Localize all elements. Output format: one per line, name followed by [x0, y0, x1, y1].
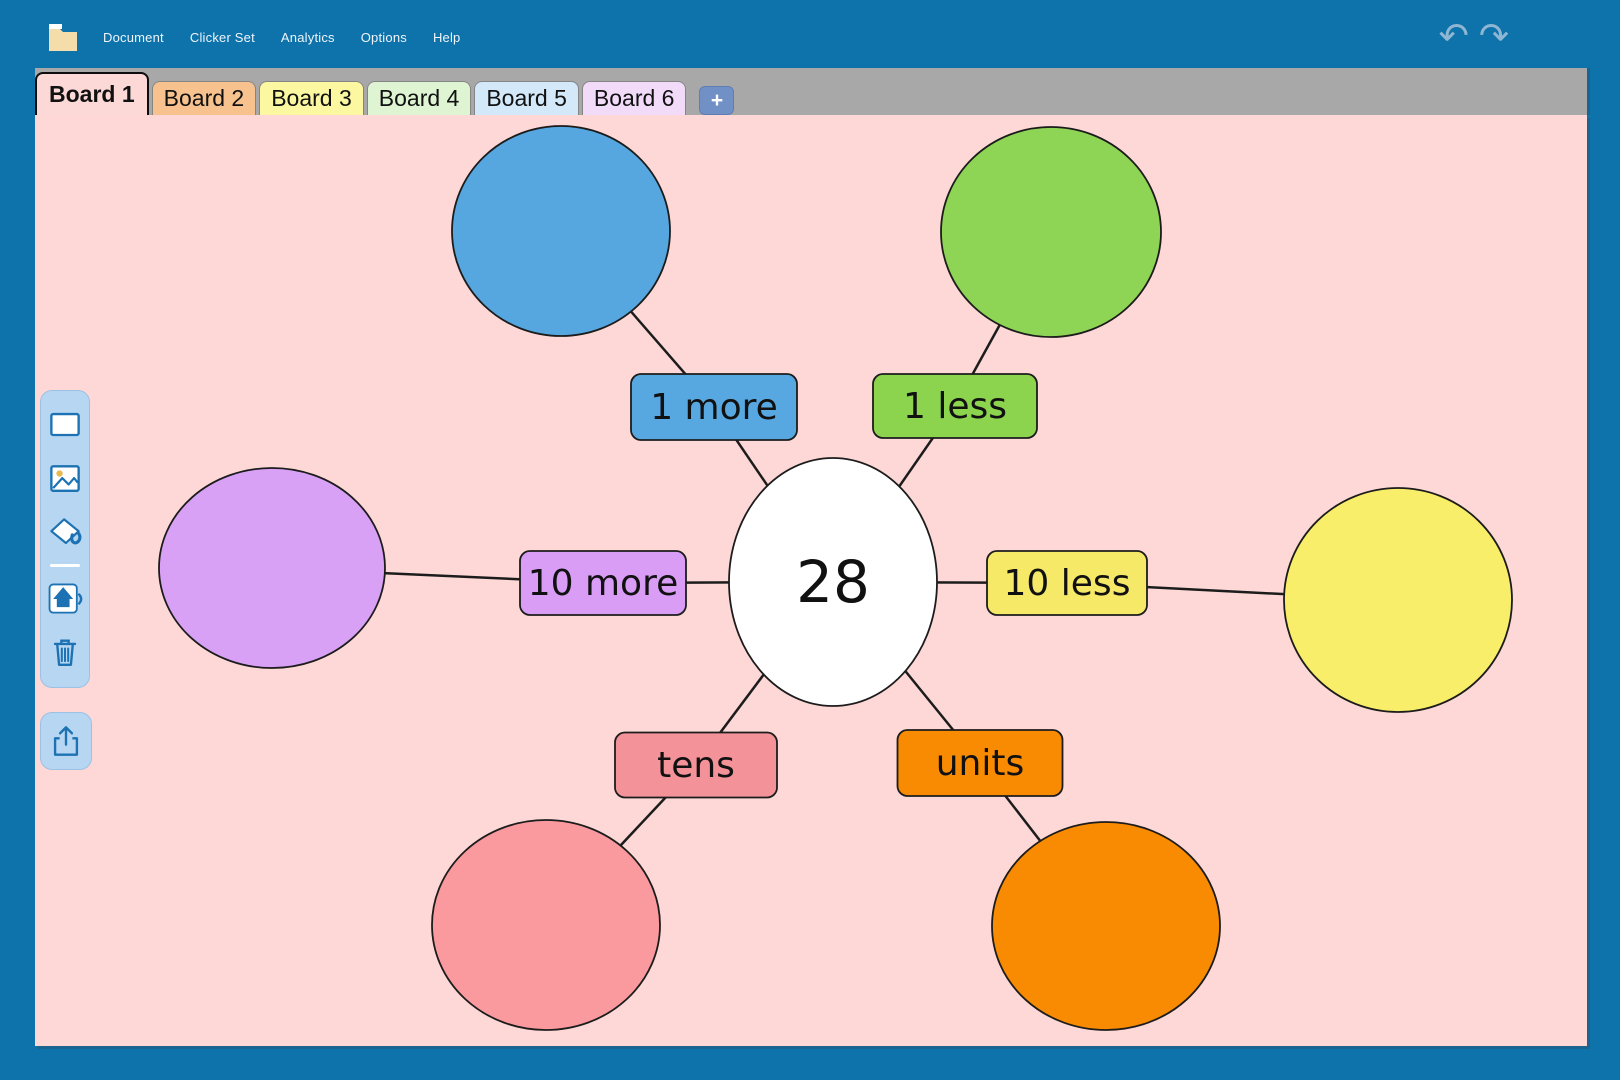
trash-icon: [53, 639, 77, 667]
undo-icon[interactable]: ↶: [1438, 16, 1469, 57]
cell-tool-button[interactable]: [43, 403, 87, 447]
menu-item-clicker-set[interactable]: Clicker Set: [189, 29, 255, 45]
tab-board-2[interactable]: Board 2: [151, 81, 257, 115]
menu-item-help[interactable]: Help: [432, 29, 461, 45]
branch-label-cell[interactable]: [519, 550, 687, 616]
arrow-speaker-icon: [48, 583, 83, 614]
menu-item-options[interactable]: Options: [360, 29, 407, 45]
branch-label-cell[interactable]: [614, 731, 778, 799]
tab-board-6[interactable]: Board 6: [581, 81, 687, 115]
tool-panel: [40, 390, 90, 688]
branch-label: tens: [657, 745, 735, 786]
diagram-svg: 28 1 more 1 less 10 more 10 less tens units: [158, 125, 1513, 1031]
branch-circle[interactable]: [940, 126, 1162, 338]
branch-circle[interactable]: [991, 821, 1221, 1031]
history-controls: ↶ ↷: [1438, 16, 1509, 57]
share-button[interactable]: [44, 719, 88, 763]
menu-item-document[interactable]: Document: [103, 29, 164, 45]
branch-label: 10 less: [1004, 563, 1131, 604]
cell-icon: [50, 412, 80, 437]
picture-tool-button[interactable]: [43, 457, 87, 501]
picture-icon: [50, 464, 80, 492]
share-panel: [40, 712, 92, 770]
toolbar-separator: [50, 564, 80, 568]
tab-board-4[interactable]: Board 4: [366, 81, 472, 115]
board-canvas[interactable]: 28 1 more 1 less 10 more 10 less tens units: [35, 115, 1587, 1046]
branch-label-cell[interactable]: [986, 550, 1148, 616]
delete-tool-button[interactable]: [43, 631, 87, 675]
branch-label: 1 less: [903, 386, 1007, 427]
menu-items: Document Clicker Set Analytics Options Help: [103, 30, 461, 45]
branch-circle[interactable]: [451, 125, 671, 337]
add-board-button[interactable]: +: [699, 86, 735, 115]
branch-label-cell[interactable]: [872, 373, 1038, 439]
redo-icon[interactable]: ↷: [1478, 16, 1509, 57]
share-icon: [53, 726, 79, 756]
tab-board-1[interactable]: Board 1: [35, 72, 149, 115]
speak-tool-button[interactable]: [43, 577, 87, 621]
menu-item-analytics[interactable]: Analytics: [280, 29, 335, 45]
paint-pour-icon: [50, 517, 82, 544]
branch-label: units: [936, 743, 1025, 784]
center-cell[interactable]: [728, 457, 938, 707]
folder-icon[interactable]: [45, 20, 81, 54]
center-cell-label: 28: [796, 548, 870, 616]
branch-label: 1 more: [650, 387, 778, 428]
tab-board-5[interactable]: Board 5: [474, 81, 579, 115]
branch-circle[interactable]: [158, 467, 386, 669]
branch-label-cell[interactable]: [630, 373, 798, 441]
branch-label-cell[interactable]: [896, 729, 1064, 797]
branch-circle[interactable]: [431, 819, 661, 1031]
tab-board-3[interactable]: Board 3: [259, 81, 364, 115]
branch-label: 10 more: [528, 563, 679, 604]
branch-circle[interactable]: [1283, 487, 1513, 713]
paint-tool-button[interactable]: [43, 511, 87, 555]
